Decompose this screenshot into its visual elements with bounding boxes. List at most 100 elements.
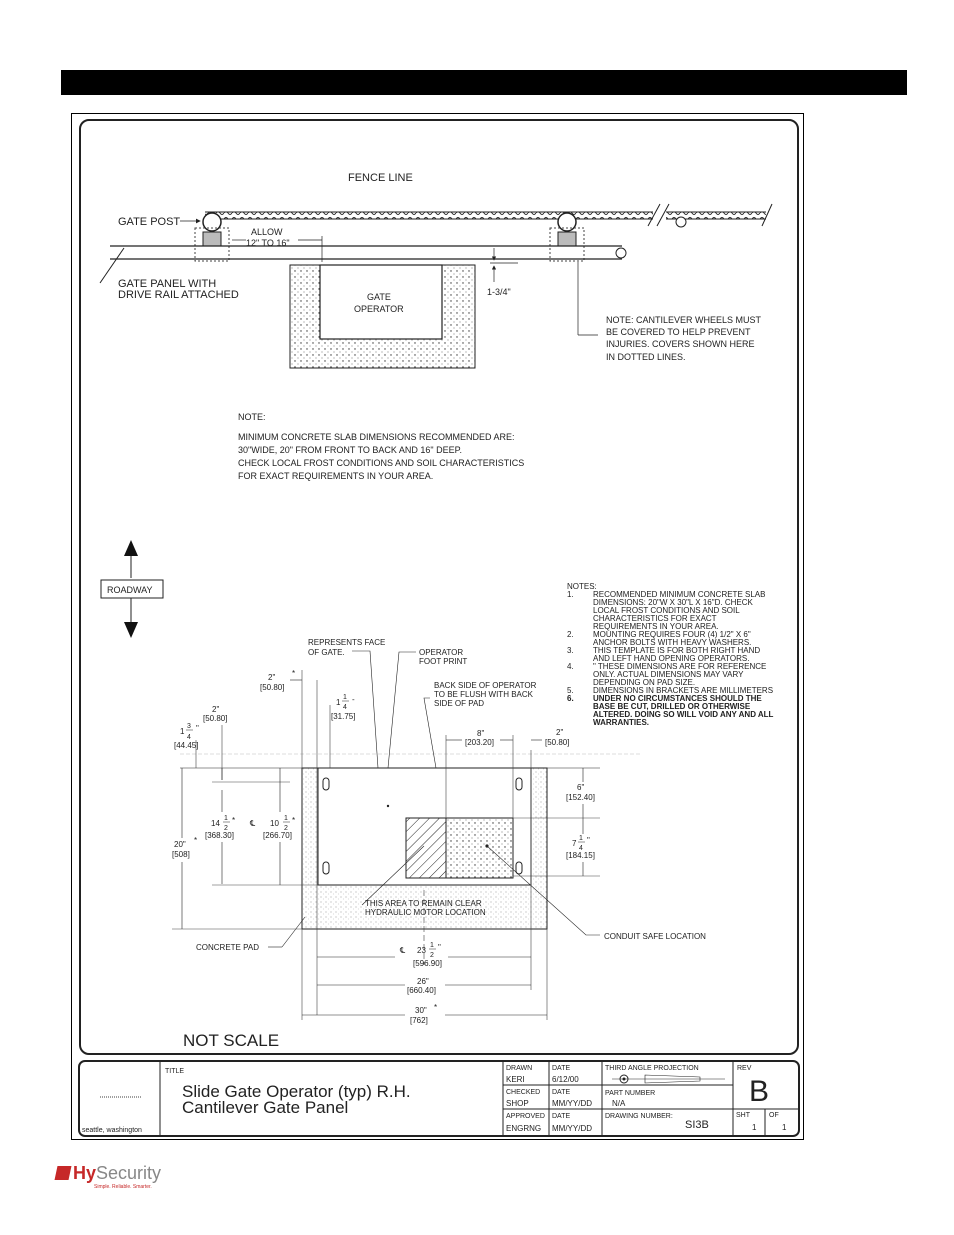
dim-6-mm: [152.40] xyxy=(566,793,595,802)
note-number: 3. xyxy=(567,646,574,655)
rev-value: B xyxy=(749,1075,769,1108)
allow-label-1: ALLOW xyxy=(251,227,283,237)
note-number: 4. xyxy=(567,662,574,671)
dim-30: 30" xyxy=(415,1006,427,1015)
svg-text:4: 4 xyxy=(187,734,191,741)
dim-2-c-mm: [50.80] xyxy=(545,738,569,747)
centerline-mark-2: ℄ xyxy=(399,946,406,955)
note-line: ONLY. ACTUAL DIMENSIONS MAY VARY xyxy=(593,670,744,679)
drawing-title-line-2: Cantilever Gate Panel xyxy=(182,1098,348,1117)
anchor-bolt-slot-2 xyxy=(515,777,523,791)
dim-10-whole: 10 xyxy=(270,819,279,828)
gate-operator-label-1: GATE xyxy=(367,292,391,302)
note-line: THIS TEMPLATE IS FOR BOTH RIGHT HAND xyxy=(593,646,760,655)
gate-post-right-icon xyxy=(557,212,577,232)
drawing-number-label: DRAWING NUMBER: xyxy=(605,1113,673,1120)
back-side-label-2: TO BE FLUSH WITH BACK xyxy=(434,690,534,699)
dim-8: 8" xyxy=(477,729,484,738)
svg-text:4: 4 xyxy=(579,845,583,852)
checked-label: CHECKED xyxy=(506,1089,540,1096)
approved-label: APPROVED xyxy=(506,1113,545,1120)
note-line: LOCAL FROST CONDITIONS AND SOIL xyxy=(593,606,740,615)
dim-1-3-4b-mm: [44.45] xyxy=(174,741,198,750)
cantilever-note-line-3: INJURIES. COVERS SHOWN HERE xyxy=(606,339,755,349)
of-label: OF xyxy=(769,1112,779,1119)
represents-face-label-1: REPRESENTS FACE xyxy=(308,638,385,647)
drawing-border xyxy=(79,119,799,1055)
drawing-frame xyxy=(71,113,804,1140)
svg-text:1: 1 xyxy=(343,694,347,701)
notes-block: NOTES: 1. RECOMMENDED MINIMUM CONCRETE SL… xyxy=(567,582,774,727)
dim-30-mm: [762] xyxy=(410,1016,428,1025)
svg-text:2: 2 xyxy=(224,825,228,832)
logo-mark-icon xyxy=(54,1166,72,1180)
note-line: ANCHOR BOLTS WITH HEAVY WASHERS. xyxy=(593,638,751,647)
back-side-label-1: BACK SIDE OF OPERATOR xyxy=(434,681,537,690)
sheet-label: SHT xyxy=(736,1112,751,1119)
allow-label-2: 12" TO 16" xyxy=(246,238,290,248)
svg-text:-: - xyxy=(352,695,355,704)
approved-value: ENGRNG xyxy=(506,1124,541,1133)
dim-1-1-4-mm: [31.75] xyxy=(331,712,355,721)
dim-26-mm: [660.40] xyxy=(407,986,436,995)
svg-text:*: * xyxy=(292,669,295,678)
slab-note-line-3: CHECK LOCAL FROST CONDITIONS AND SOIL CH… xyxy=(238,458,524,468)
back-side-label-3: SIDE OF PAD xyxy=(434,699,484,708)
svg-text:*: * xyxy=(434,1003,437,1012)
note-line: ALTERED. DOING SO WILL VOID ANY AND ALL xyxy=(593,710,774,719)
dim-20: 20" xyxy=(174,840,186,849)
approved-date: MM/YY/DD xyxy=(552,1124,592,1133)
fence-chain xyxy=(205,212,653,219)
title-block: seattle, washington TITLE Slide Gate Ope… xyxy=(78,1060,800,1137)
operator-foot-label-1: OPERATOR xyxy=(419,648,463,657)
note-line: AND LEFT HAND OPENING OPERATORS. xyxy=(593,654,749,663)
dimensions: 2" * [50.80] 1 1 4 - [31.75] 2" [50.80] … xyxy=(172,669,600,1025)
dim-2-c: 2" xyxy=(556,728,563,737)
dim-23-whole: 23 xyxy=(417,946,426,955)
note-number: 1. xyxy=(567,590,574,599)
svg-text:*: * xyxy=(194,836,197,845)
note-line: DIMENSIONS IN BRACKETS ARE MILLIMETERS xyxy=(593,686,773,695)
roadway-indicator: ROADWAY xyxy=(100,540,164,638)
header-bar xyxy=(61,70,907,95)
dim-2-a-mm: [50.80] xyxy=(260,683,284,692)
svg-text:": " xyxy=(196,724,199,733)
dim-2-b-mm: [50.80] xyxy=(203,714,227,723)
note-number: 5. xyxy=(567,686,574,695)
fence-line-group: FENCE LINE xyxy=(205,172,773,228)
slab-note-line-4: FOR EXACT REQUIREMENTS IN YOUR AREA. xyxy=(238,471,433,481)
part-number-value: N/A xyxy=(612,1099,626,1108)
concrete-pad-label: CONCRETE PAD xyxy=(196,943,259,952)
dim-14-whole: 14 xyxy=(211,819,220,828)
part-number-label: PART NUMBER xyxy=(605,1090,655,1097)
hydraulic-motor-area xyxy=(405,817,447,879)
cantilever-note-line-4: IN DOTTED LINES. xyxy=(606,352,686,362)
gate-post-label: GATE POST xyxy=(118,216,180,228)
note-line: " THESE DIMENSIONS ARE FOR REFERENCE xyxy=(593,662,766,671)
note-number: 6. xyxy=(567,694,574,703)
note-line: RECOMMENDED MINIMUM CONCRETE SLAB xyxy=(593,590,765,599)
pad-callouts: REPRESENTS FACE OF GATE. OPERATOR FOOT P… xyxy=(196,638,706,952)
arrow-down-icon xyxy=(124,622,138,638)
dim-10-mm: [266.70] xyxy=(263,831,292,840)
centerline-mark-1: ℄ xyxy=(249,819,256,828)
note-line: BASE BE CUT, DRILLED OR OTHERWISE xyxy=(593,702,751,711)
gate-panel-label-2: DRIVE RAIL ATTACHED xyxy=(118,289,239,301)
drawn-date: 6/12/00 xyxy=(552,1075,579,1084)
cantilever-note-line-1: NOTE: CANTILEVER WHEELS MUST xyxy=(606,315,762,325)
gate-panel-group: GATE PANEL WITH DRIVE RAIL ATTACHED ALLO… xyxy=(99,227,627,301)
drawn-label: DRAWN xyxy=(506,1065,532,1072)
gate-operator-box xyxy=(319,264,443,340)
notes-title: NOTES: xyxy=(567,582,597,591)
sheet-value: 1 xyxy=(752,1123,757,1132)
note-line: MOUNTING REQUIRES FOUR (4) 1/2" X 6" xyxy=(593,630,751,639)
svg-text:4: 4 xyxy=(343,704,347,711)
note-line: CHARACTERISTICS FOR EXACT xyxy=(593,614,717,623)
arrow-up-icon xyxy=(124,540,138,556)
svg-text:1: 1 xyxy=(430,942,434,949)
dim-2-a: 2" xyxy=(268,673,275,682)
operator-foot-label-2: FOOT PRINT xyxy=(419,657,467,666)
date-label-1: DATE xyxy=(552,1065,570,1072)
slab-note: NOTE: MINIMUM CONCRETE SLAB DIMENSIONS R… xyxy=(238,412,524,481)
